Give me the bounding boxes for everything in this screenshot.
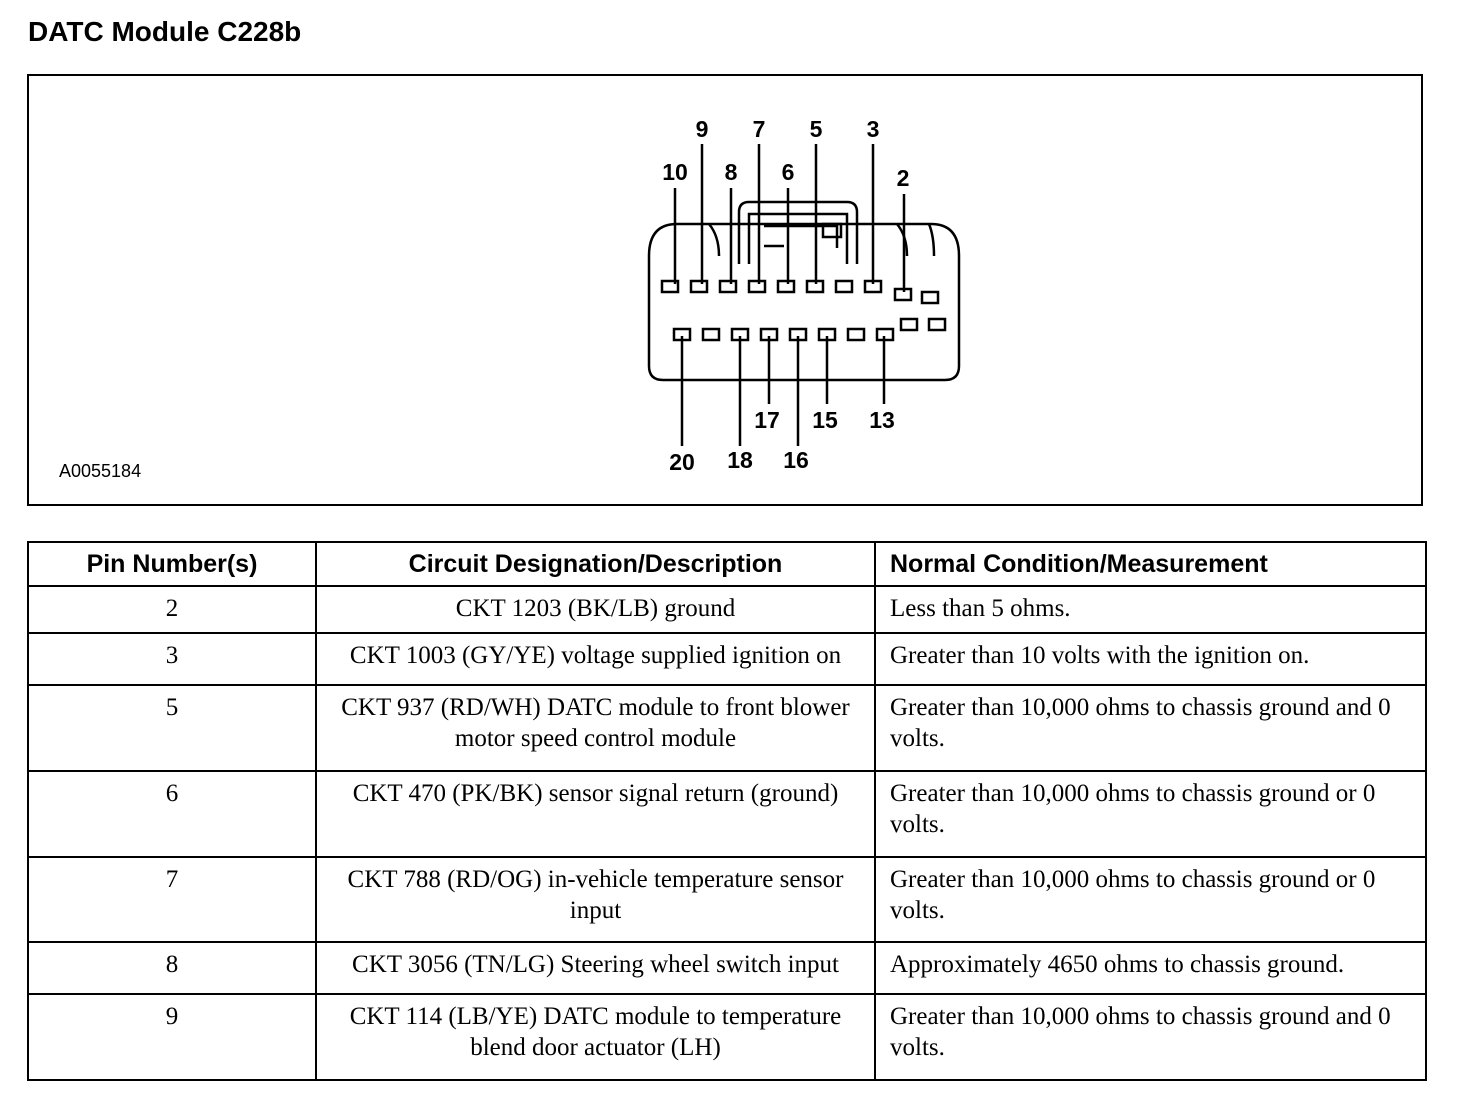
table-header-row: Pin Number(s) Circuit Designation/Descri… — [27, 541, 1427, 587]
pin-label-9: 9 — [696, 116, 709, 142]
table-row: 2 CKT 1203 (BK/LB) ground Less than 5 oh… — [27, 584, 1427, 635]
table-row: 5 CKT 937 (RD/WH) DATC module to front b… — [27, 684, 1427, 772]
circuit-cell: CKT 1203 (BK/LB) ground — [315, 584, 876, 635]
pin-label-20: 20 — [669, 449, 695, 475]
page-title: DATC Module C228b — [28, 16, 302, 47]
circuit-cell: CKT 114 (LB/YE) DATC module to temperatu… — [315, 993, 876, 1081]
pin-label-17: 17 — [754, 407, 780, 433]
condition-cell: Approximately 4650 ohms to chassis groun… — [874, 941, 1427, 996]
pin-cell: 6 — [27, 769, 317, 858]
table-row: 7 CKT 788 (RD/OG) in-vehicle temperature… — [27, 855, 1427, 944]
pin-label-8: 8 — [725, 159, 738, 185]
pin-cell: 3 — [27, 632, 317, 686]
pin-label-15: 15 — [812, 407, 838, 433]
connector-housing — [647, 222, 961, 382]
connector-latch — [737, 200, 859, 264]
pin-label-2: 2 — [897, 165, 910, 191]
pin-cell: 7 — [27, 855, 317, 944]
header-pin-number: Pin Number(s) — [27, 541, 317, 587]
pin-cell: 9 — [27, 993, 317, 1081]
condition-cell: Greater than 10,000 ohms to chassis grou… — [874, 769, 1427, 858]
table-row: 9 CKT 114 (LB/YE) DATC module to tempera… — [27, 993, 1427, 1081]
connector-face-drawing: 10 9 8 7 6 5 3 2 20 18 17 16 15 13 — [647, 116, 961, 475]
condition-cell: Greater than 10,000 ohms to chassis grou… — [874, 855, 1427, 944]
condition-cell: Less than 5 ohms. — [874, 584, 1427, 635]
circuit-cell: CKT 3056 (TN/LG) Steering wheel switch i… — [315, 941, 876, 996]
pin-cell: 5 — [27, 684, 317, 772]
circuit-cell: CKT 1003 (GY/YE) voltage supplied igniti… — [315, 632, 876, 686]
condition-cell: Greater than 10,000 ohms to chassis grou… — [874, 993, 1427, 1081]
pin-label-3: 3 — [867, 116, 880, 142]
pin-table: Pin Number(s) Circuit Designation/Descri… — [27, 541, 1427, 1081]
pin-label-13: 13 — [869, 407, 895, 433]
figure-id: A0055184 — [59, 461, 142, 481]
pin-label-5: 5 — [810, 116, 823, 142]
table-row: 3 CKT 1003 (GY/YE) voltage supplied igni… — [27, 632, 1427, 686]
pin-label-18: 18 — [727, 447, 753, 473]
header-condition: Normal Condition/Measurement — [874, 541, 1427, 587]
pin-label-6: 6 — [782, 159, 795, 185]
pin-label-7: 7 — [753, 116, 766, 142]
condition-cell: Greater than 10 volts with the ignition … — [874, 632, 1427, 686]
pin-cell: 2 — [27, 584, 317, 635]
condition-cell: Greater than 10,000 ohms to chassis grou… — [874, 684, 1427, 772]
connector-diagram: 10 9 8 7 6 5 3 2 20 18 17 16 15 13 A0055… — [27, 74, 1423, 506]
pin-label-10: 10 — [662, 159, 688, 185]
table-row: 6 CKT 470 (PK/BK) sensor signal return (… — [27, 769, 1427, 858]
pin-label-16: 16 — [783, 447, 809, 473]
circuit-cell: CKT 937 (RD/WH) DATC module to front blo… — [315, 684, 876, 772]
circuit-cell: CKT 470 (PK/BK) sensor signal return (gr… — [315, 769, 876, 858]
table-row: 8 CKT 3056 (TN/LG) Steering wheel switch… — [27, 941, 1427, 996]
header-circuit: Circuit Designation/Description — [315, 541, 876, 587]
circuit-cell: CKT 788 (RD/OG) in-vehicle temperature s… — [315, 855, 876, 944]
pin-cell: 8 — [27, 941, 317, 996]
